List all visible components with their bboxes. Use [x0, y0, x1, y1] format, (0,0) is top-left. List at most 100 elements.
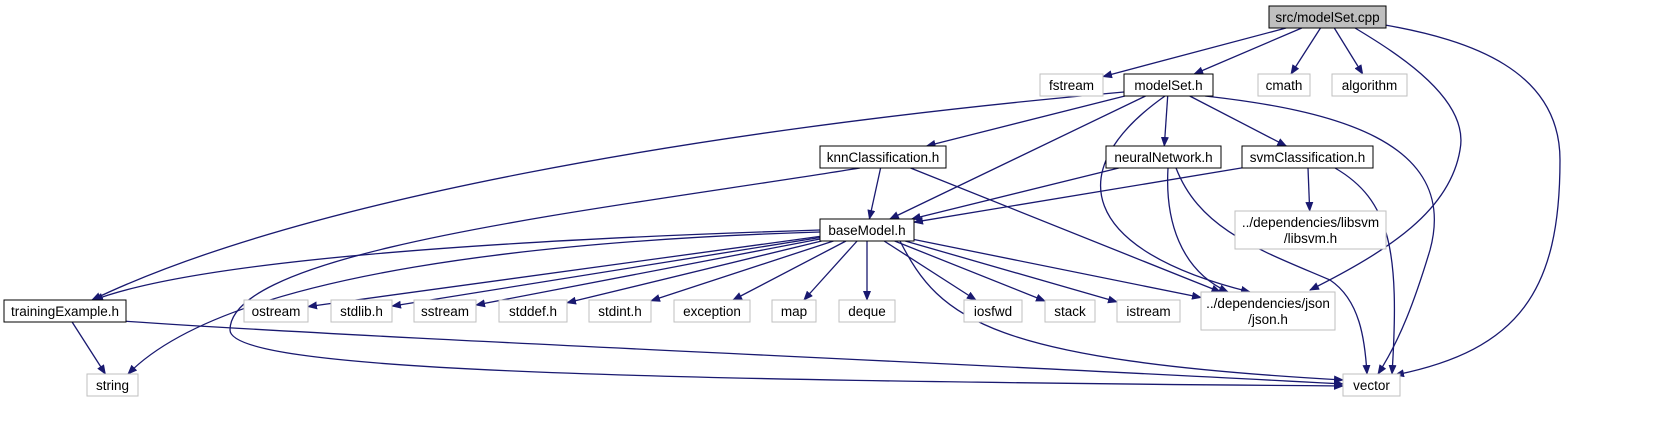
edge-baseModel_h-to-iosfwd	[883, 240, 977, 301]
edge-baseModel_h-to-ostream	[307, 235, 821, 310]
node-label: neuralNetwork.h	[1114, 150, 1212, 165]
node-label: ../dependencies/libsvm	[1242, 215, 1379, 230]
node-map: map	[771, 299, 817, 323]
node-cmath: cmath	[1257, 73, 1311, 97]
node-box	[1241, 145, 1374, 169]
node-box	[588, 299, 652, 323]
edge-modelSet_cpp-to-fstream	[1102, 27, 1287, 79]
nodes-layer: src/modelSet.cpp fstream modelSet.h cmath al…	[3, 5, 1408, 397]
node-label: algorithm	[1342, 78, 1398, 93]
node-box	[1123, 73, 1214, 97]
node-exception: exception	[673, 299, 751, 323]
node-baseModel-h[interactable]: baseModel.h	[819, 218, 915, 242]
node-ostream: ostream	[243, 299, 309, 323]
node-box	[819, 145, 947, 169]
node-knnClassification-h[interactable]: knnClassification.h	[819, 145, 947, 169]
edge-modelSet_cpp-to-modelSet_h	[1193, 27, 1303, 75]
edge-baseModel_h-to-map	[803, 240, 858, 301]
edge-modelSet_cpp-to-json_h	[1309, 27, 1462, 291]
edge-baseModel_h-to-sstream	[475, 238, 821, 308]
node-stdlib-h: stdlib.h	[330, 299, 393, 323]
edge-svmClassification_h-to-baseModel_h	[913, 167, 1243, 225]
edge-baseModel_h-to-stack	[894, 240, 1046, 302]
node-label: fstream	[1049, 78, 1094, 93]
node-label: stddef.h	[509, 304, 557, 319]
node-iosfwd: iosfwd	[963, 299, 1023, 323]
node-box	[3, 299, 127, 323]
edge-modelSet_h-to-baseModel_h	[888, 95, 1146, 220]
node-box	[963, 299, 1023, 323]
node-label: stdint.h	[598, 304, 642, 319]
node-svmClassification-h[interactable]: svmClassification.h	[1241, 145, 1374, 169]
edge-modelSet_h-to-vector	[1204, 95, 1436, 375]
edge-neuralNetwork_h-to-json_h	[1166, 167, 1229, 293]
node-label: stdlib.h	[340, 304, 383, 319]
edge-knnClassification_h-to-vector	[229, 167, 1344, 390]
node-label: svmClassification.h	[1250, 150, 1366, 165]
node-modelSet-h[interactable]: modelSet.h	[1123, 73, 1214, 97]
edge-svmClassification_h-to-vector	[1334, 167, 1397, 375]
node-box	[1044, 299, 1096, 323]
node-sstream: sstream	[413, 299, 477, 323]
node-stdint-h: stdint.h	[588, 299, 652, 323]
node-modelSet-cpp: src/modelSet.cpp	[1268, 5, 1387, 29]
edge-trainingExample_h-to-vector	[121, 320, 1344, 388]
node-box	[819, 218, 915, 242]
edge-neuralNetwork_h-to-baseModel_h	[910, 167, 1119, 221]
node-box	[1331, 73, 1408, 97]
node-label: stack	[1054, 304, 1086, 319]
edge-knnClassification_h-to-baseModel_h	[867, 167, 882, 220]
node-label: /json.h	[1248, 312, 1288, 327]
node-label: string	[96, 378, 129, 393]
node-label: vector	[1353, 378, 1390, 393]
edge-baseModel_h-to-string	[127, 231, 821, 375]
node-label: baseModel.h	[828, 223, 905, 238]
node-istream: istream	[1116, 299, 1181, 323]
node-label: trainingExample.h	[11, 304, 119, 319]
edge-modelSet_h-to-trainingExample_h	[91, 91, 1125, 301]
node-box	[1039, 73, 1104, 97]
node-trainingExample-h[interactable]: trainingExample.h	[3, 299, 127, 323]
node-label: cmath	[1266, 78, 1303, 93]
node-libsvm-h: ../dependencies/libsvm/libsvm.h	[1234, 210, 1387, 250]
edge-baseModel_h-to-stddef_h	[566, 240, 822, 305]
edge-neuralNetwork_h-to-vector	[1175, 167, 1371, 375]
node-box	[498, 299, 568, 323]
node-label: /libsvm.h	[1284, 231, 1337, 246]
edge-modelSet_h-to-knnClassification_h	[925, 95, 1126, 148]
node-box	[1116, 299, 1181, 323]
edge-trainingExample_h-to-string	[71, 321, 106, 375]
edge-baseModel_h-to-stdlib_h	[391, 236, 821, 309]
node-box	[330, 299, 393, 323]
edge-modelSet_h-to-svmClassification_h	[1189, 95, 1288, 147]
node-box	[1200, 291, 1336, 331]
node-box	[413, 299, 477, 323]
node-box	[838, 299, 896, 323]
node-algorithm: algorithm	[1331, 73, 1408, 97]
node-deque: deque	[838, 299, 896, 323]
node-json-h: ../dependencies/json/json.h	[1200, 291, 1336, 331]
node-label: ostream	[252, 304, 301, 319]
node-label: deque	[848, 304, 886, 319]
node-box	[1268, 5, 1387, 29]
node-box	[1342, 373, 1401, 397]
node-label: knnClassification.h	[827, 150, 940, 165]
node-box	[1234, 210, 1387, 250]
edge-modelSet_h-to-neuralNetwork_h	[1160, 95, 1169, 147]
edge-baseModel_h-to-trainingExample_h	[93, 229, 821, 301]
node-label: modelSet.h	[1134, 78, 1202, 93]
node-label: istream	[1126, 304, 1170, 319]
edge-modelSet_cpp-to-cmath	[1290, 27, 1322, 75]
edge-modelSet_h-to-json_h	[1099, 95, 1251, 294]
edge-modelSet_cpp-to-vector	[1384, 24, 1561, 378]
node-label: sstream	[421, 304, 469, 319]
node-fstream: fstream	[1039, 73, 1104, 97]
node-neuralNetwork-h[interactable]: neuralNetwork.h	[1105, 145, 1222, 169]
node-box	[771, 299, 817, 323]
edge-knnClassification_h-to-json_h	[910, 167, 1222, 293]
node-label: src/modelSet.cpp	[1275, 10, 1379, 25]
node-box	[86, 373, 139, 397]
edge-baseModel_h-to-vector	[899, 240, 1344, 384]
node-box	[673, 299, 751, 323]
